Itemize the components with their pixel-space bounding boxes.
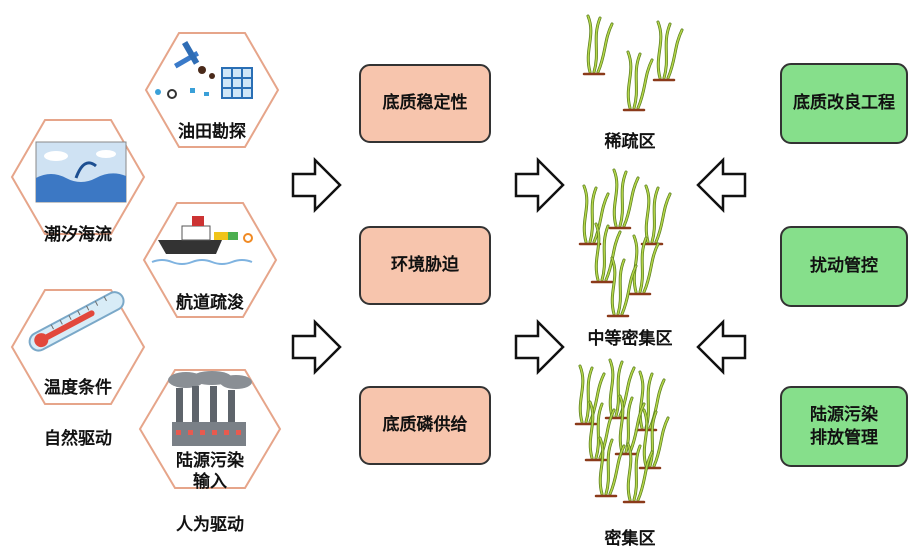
arrow-right-4 (514, 318, 565, 376)
label-oil-exploration: 油田勘探 (178, 122, 246, 142)
factor-substrate-stability: 底质稳定性 (359, 64, 491, 143)
measure-pollution-management: 陆源污染 排放管理 (780, 386, 908, 467)
hex-oil-exploration (144, 32, 280, 148)
human-driver-label: 人为驱动 (176, 515, 244, 535)
dredging-icon (151, 216, 253, 265)
seagrass-dense-icon (574, 358, 670, 504)
arrow-right-3 (514, 156, 565, 214)
natural-driver-label: 自然驱动 (44, 429, 112, 449)
seagrass-medium-icon (578, 168, 672, 318)
label-pollution-input: 陆源污染 输入 (176, 451, 244, 493)
label-dredging: 航道疏浚 (176, 293, 244, 313)
hex-dredging (142, 202, 278, 318)
hex-tides (10, 119, 146, 235)
tides-icon (35, 141, 127, 203)
label-temperature: 温度条件 (44, 378, 112, 398)
arrow-left-2 (696, 318, 747, 376)
hex-pollution (138, 369, 282, 489)
zone-sparse: 稀疏区 (604, 132, 656, 152)
factor-environmental-stress: 环境胁迫 (359, 226, 491, 305)
label-tides: 潮汐海流 (44, 225, 112, 245)
measure-substrate-improvement: 底质改良工程 (780, 63, 908, 144)
thermometer-icon (28, 291, 125, 352)
seagrass-sparse-icon (582, 14, 684, 112)
arrow-right-2 (291, 318, 342, 376)
measure-disturbance-control: 扰动管控 (780, 226, 908, 307)
factor-substrate-phosphorus: 底质磷供给 (359, 386, 491, 465)
arrow-left-1 (696, 156, 747, 214)
arrow-right-1 (291, 156, 342, 214)
oil-exploration-icon (155, 41, 253, 99)
hex-temperature (10, 289, 146, 405)
pollution-icon (168, 371, 252, 446)
zone-dense: 密集区 (604, 529, 656, 549)
zone-medium: 中等密集区 (587, 329, 673, 349)
